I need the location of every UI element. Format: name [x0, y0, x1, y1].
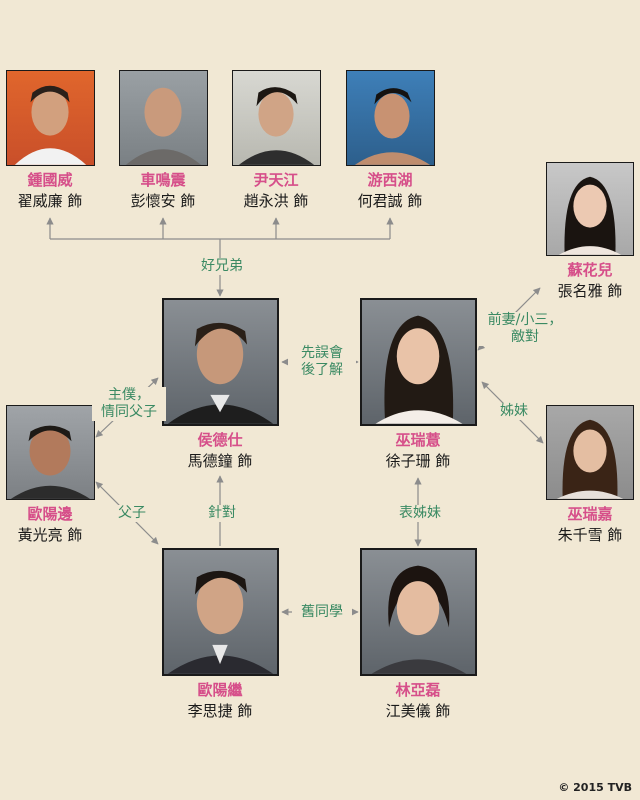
relation-father-son: 父子 — [108, 505, 156, 522]
photo-mo-sui-yi — [360, 298, 477, 426]
photo-lam-ah-lui — [360, 548, 477, 676]
photo-yau-sai-wu — [346, 70, 435, 166]
portrait-icon — [238, 87, 315, 165]
relation-misunderstand-line1: 先誤會 — [301, 345, 343, 361]
actor-mo-sui-ka: 朱千雪 飾 — [557, 526, 623, 544]
actor-chung-kwok-wai: 翟威廉 飾 — [17, 192, 83, 210]
role-mo-sui-yi: 巫瑞薏 — [395, 431, 441, 449]
portrait-icon — [556, 419, 624, 499]
actor-hau-tak-sze: 馬德鐘 飾 — [187, 452, 253, 470]
portrait-icon — [375, 315, 463, 424]
portrait-icon — [558, 176, 622, 255]
portrait-icon — [125, 87, 202, 165]
relation-misunderstand: 先誤會 後了解 — [288, 345, 356, 379]
photo-mo-sui-ka — [546, 405, 634, 500]
relation-servant-line2: 情同父子 — [101, 404, 157, 420]
role-chung-kwok-wai: 鍾國威 — [27, 171, 73, 189]
role-au-yeung-kai: 歐陽繼 — [197, 681, 243, 699]
photo-che-ming-chun — [119, 70, 208, 166]
photo-hau-tak-sze — [162, 298, 279, 426]
relation-sisters: 姊妹 — [490, 403, 538, 420]
photo-au-yeung-kai — [162, 548, 279, 676]
portrait-icon — [354, 88, 431, 165]
actor-lam-ah-lui: 江美儀 飾 — [385, 702, 451, 720]
relation-ex-wife: 前妻/小三， 敵對 — [478, 312, 572, 346]
actor-mo-sui-yi: 徐子珊 飾 — [385, 452, 451, 470]
relation-cousins: 表姊妹 — [388, 505, 452, 522]
portrait-icon — [167, 570, 274, 674]
role-wan-tin-kong: 尹天江 — [253, 171, 299, 189]
actor-au-yeung-kai: 李思捷 飾 — [187, 702, 253, 720]
relation-servant: 主僕， 情同父子 — [92, 387, 166, 421]
copyright-notice: © 2015 TVB — [558, 781, 632, 794]
role-mo-sui-ka: 巫瑞嘉 — [567, 505, 613, 523]
actor-wan-tin-kong: 趙永洪 飾 — [243, 192, 309, 210]
actor-yau-sai-wu: 何君誠 飾 — [357, 192, 423, 210]
relation-ex-wife-line2: 敵對 — [511, 329, 539, 345]
portrait-icon — [371, 565, 467, 674]
portrait-icon — [10, 425, 91, 499]
portrait-icon — [167, 322, 274, 424]
role-au-yeung-bin: 歐陽邊 — [27, 505, 73, 523]
actor-au-yeung-bin: 黃光亮 飾 — [17, 526, 83, 544]
role-hau-tak-sze: 侯德仕 — [197, 431, 243, 449]
relation-misunderstand-line2: 後了解 — [301, 362, 343, 378]
photo-chung-kwok-wai — [6, 70, 95, 166]
photo-au-yeung-bin — [6, 405, 95, 500]
relation-classmates: 舊同學 — [292, 604, 352, 621]
actor-che-ming-chun: 彭懷安 飾 — [130, 192, 196, 210]
relation-against: 針對 — [200, 505, 244, 522]
photo-so-fa-yee — [546, 162, 634, 256]
photo-wan-tin-kong — [232, 70, 321, 166]
role-so-fa-yee: 蘇花兒 — [567, 261, 613, 279]
role-che-ming-chun: 車鳴震 — [140, 171, 186, 189]
role-lam-ah-lui: 林亞磊 — [395, 681, 441, 699]
relation-brothers: 好兄弟 — [186, 258, 258, 275]
role-yau-sai-wu: 游西湖 — [367, 171, 413, 189]
relation-servant-line1: 主僕， — [108, 387, 150, 403]
portrait-icon — [14, 85, 87, 165]
actor-so-fa-yee: 張名雅 飾 — [557, 282, 623, 300]
relation-ex-wife-line1: 前妻/小三， — [487, 312, 563, 328]
